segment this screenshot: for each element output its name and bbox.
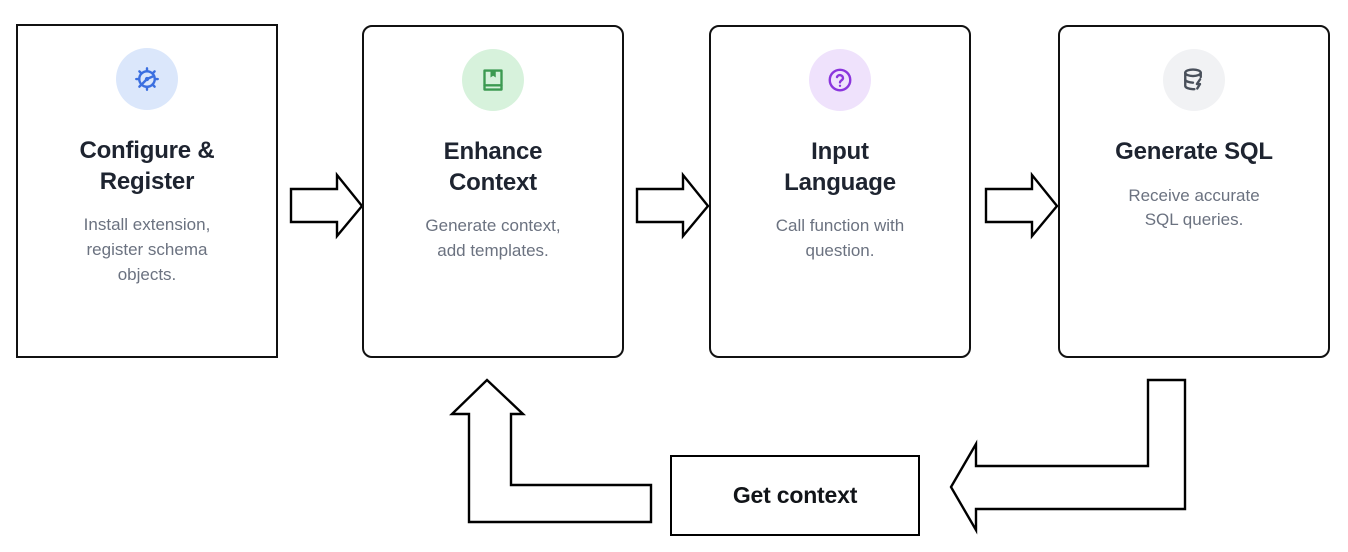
step-title: Generate SQL bbox=[1115, 138, 1273, 165]
arrow-right-2 bbox=[635, 171, 710, 240]
arrow-right-3 bbox=[984, 171, 1059, 240]
step-card-enhance-context[interactable]: Enhance Context Generate context, add te… bbox=[362, 25, 624, 358]
question-circle-icon bbox=[828, 68, 852, 92]
step-description: Install extension, register schema objec… bbox=[83, 215, 211, 284]
book-bookmark-icon bbox=[483, 69, 503, 91]
step-title: Enhance Context bbox=[443, 138, 543, 196]
get-context-label: Get context bbox=[732, 482, 858, 508]
step-title: Input Language bbox=[784, 138, 896, 196]
step-description: Call function with question. bbox=[775, 216, 905, 261]
gear-icon bbox=[135, 67, 159, 91]
database-bolt-icon-badge bbox=[1163, 49, 1225, 111]
arrow-right-1 bbox=[289, 171, 364, 240]
book-bookmark-icon-badge bbox=[462, 49, 524, 111]
step-description: Generate context, add templates. bbox=[425, 216, 561, 261]
arrow-loop-left bbox=[949, 378, 1187, 535]
database-bolt-icon bbox=[1184, 68, 1202, 91]
step-card-configure-register[interactable]: Configure & Register Install extension, … bbox=[16, 24, 278, 358]
step-description: Receive accurate SQL queries. bbox=[1128, 185, 1260, 230]
get-context-box[interactable]: Get context bbox=[670, 455, 920, 536]
gear-icon-badge bbox=[116, 48, 178, 110]
arrow-loop-up bbox=[449, 378, 653, 524]
step-title: Configure & Register bbox=[79, 137, 215, 195]
question-circle-icon-badge bbox=[809, 49, 871, 111]
step-card-input-language[interactable]: Input Language Call function with questi… bbox=[709, 25, 971, 358]
step-card-generate-sql[interactable]: Generate SQL Receive accurate SQL querie… bbox=[1058, 25, 1330, 358]
